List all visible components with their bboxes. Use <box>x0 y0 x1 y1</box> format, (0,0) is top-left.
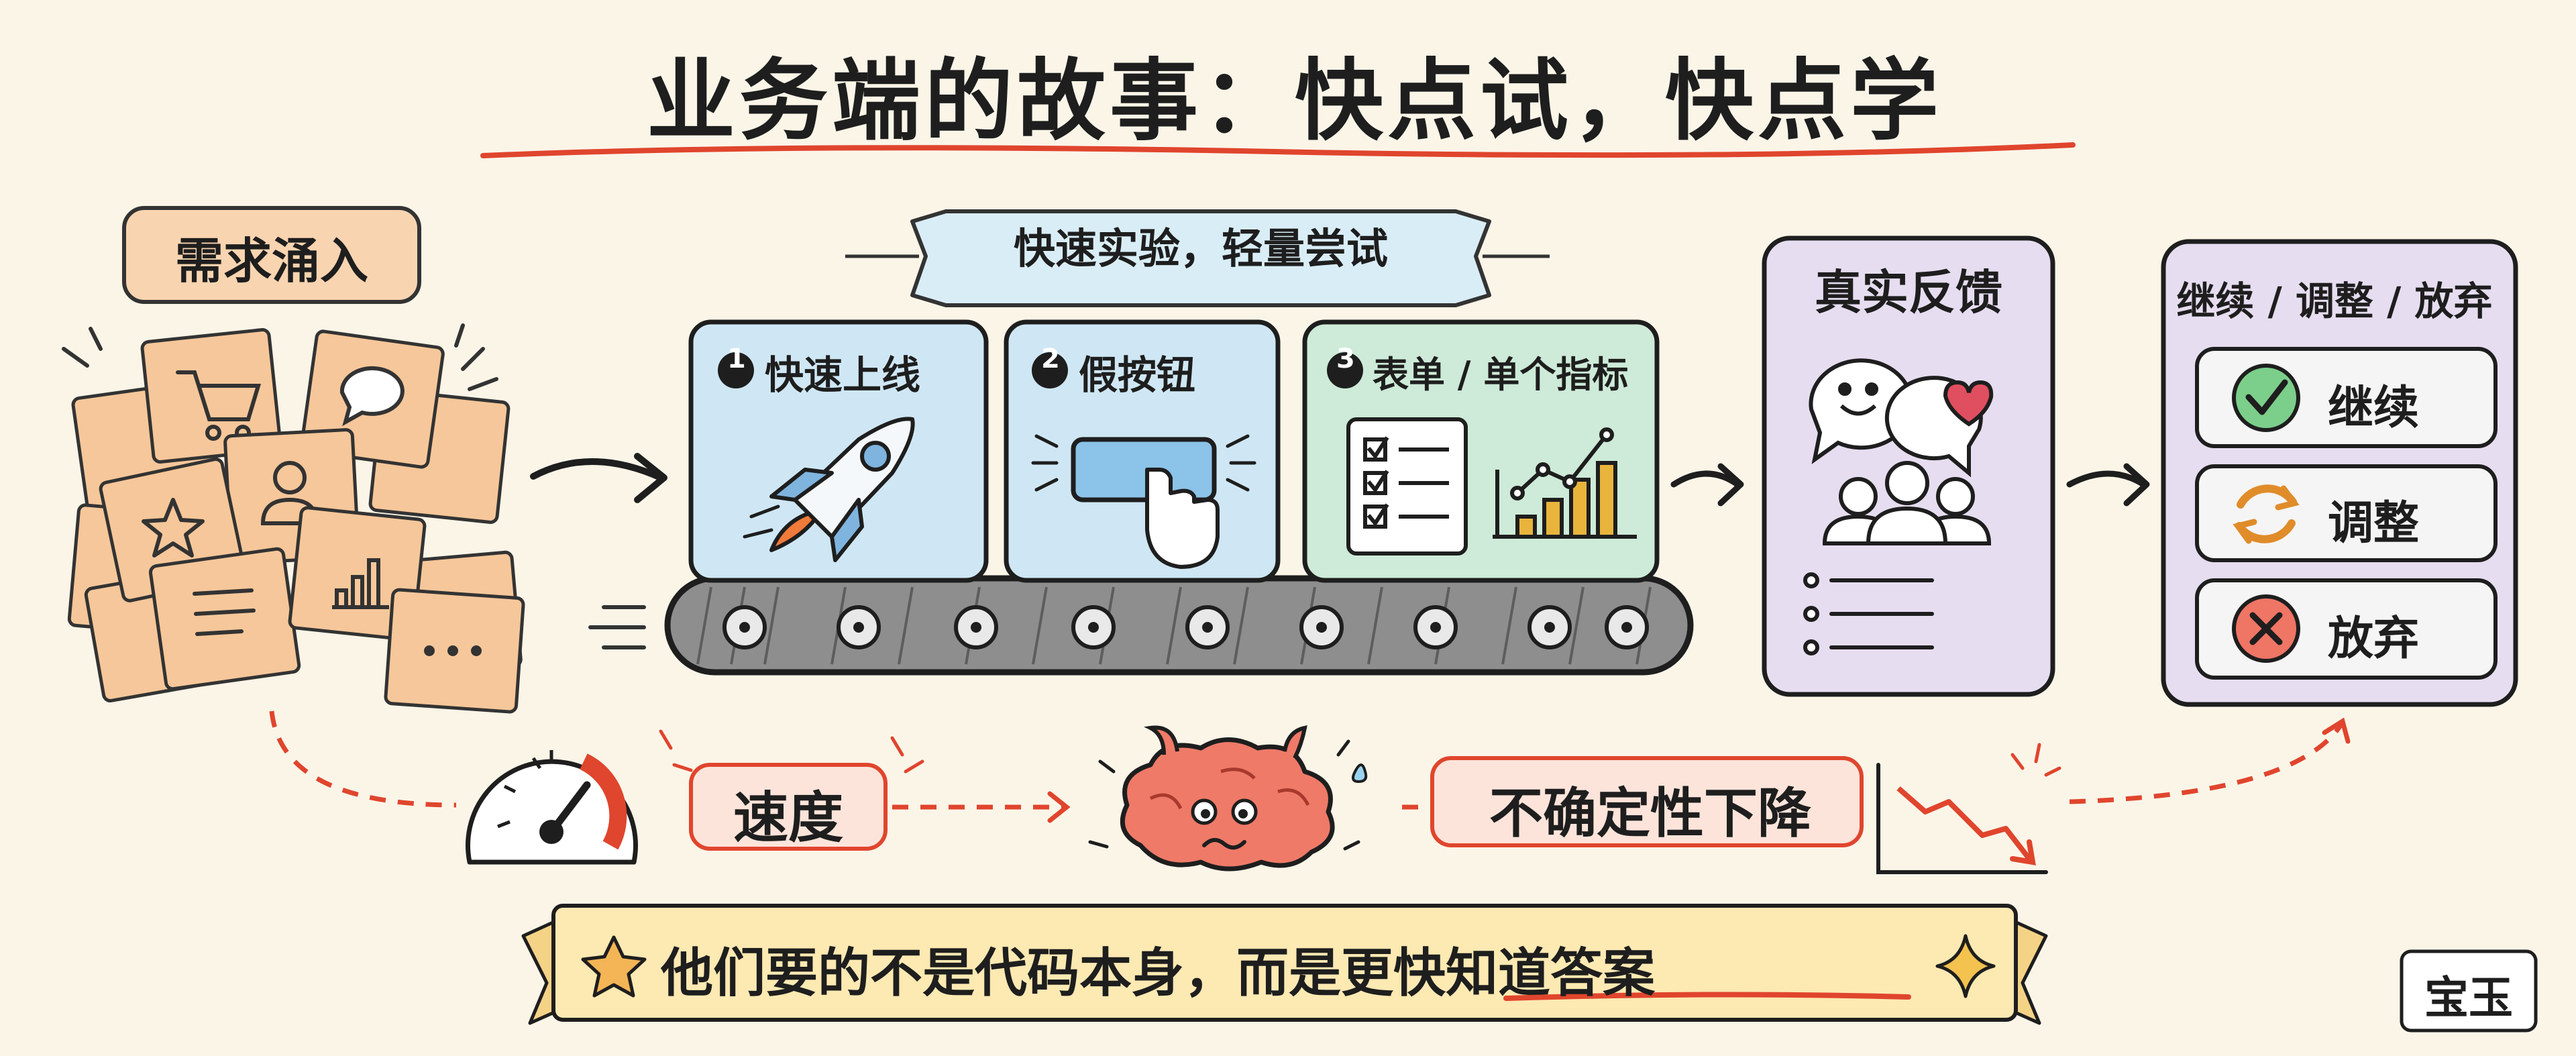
down-trend-icon <box>1876 743 2061 874</box>
burst-lines <box>62 323 498 391</box>
heart-bubble-icon <box>1884 376 1994 478</box>
step-3-number: 3 <box>1336 344 1355 374</box>
speed-label: 速度 <box>733 786 843 850</box>
ribbon-label: 快速实验，轻量尝试 <box>1013 224 1388 273</box>
bottom-text-highlight: 更快知道答案 <box>1341 943 1656 1004</box>
uncertainty-tag <box>1430 756 1864 847</box>
users-icon <box>1822 461 1992 545</box>
more-note <box>384 588 525 714</box>
input-tag-box <box>122 206 421 304</box>
speed-tag <box>689 763 888 851</box>
bar-chart-icon <box>1493 427 1637 539</box>
arrow-to-decision <box>2066 470 2147 488</box>
conveyor-belt <box>664 575 1694 676</box>
checklist-icon <box>1346 417 1468 556</box>
uncertainty-label: 不确定性下降 <box>1489 782 1811 845</box>
chat-icon <box>339 366 405 427</box>
refresh-icon <box>2233 484 2300 544</box>
more-icon <box>424 645 482 656</box>
signature-box <box>2400 949 2538 1033</box>
step-3-label: 表单 / 单个指标 <box>1373 354 1629 396</box>
list-icon <box>1803 572 1934 655</box>
step-card-1 <box>688 319 989 583</box>
step-1-number: 1 <box>727 344 746 374</box>
arrow-into-pipeline <box>530 458 664 481</box>
chart-icon <box>332 558 389 609</box>
input-tag-label: 需求涌入 <box>174 233 368 289</box>
brain-sweat-lines <box>1088 739 1360 851</box>
smile-bubble-icon <box>1809 358 1914 464</box>
step-1-label: 快速上线 <box>765 352 921 398</box>
rocket-icon <box>769 417 915 562</box>
step-number-badges <box>718 352 1363 388</box>
ribbon-banner <box>845 209 1550 307</box>
decision-adjust-label: 调整 <box>2328 497 2420 550</box>
title-underline <box>480 142 2076 158</box>
gauge-icon <box>466 750 638 865</box>
highlight-underline <box>1503 992 1911 1001</box>
brain-icon <box>1120 725 1335 872</box>
decision-title: 继续 / 调整 / 放弃 <box>2176 278 2493 324</box>
cart-note <box>140 328 282 464</box>
motion-lines <box>588 605 646 649</box>
decision-continue-label: 继续 <box>2328 382 2420 435</box>
star-outline-icon <box>581 935 647 998</box>
step-2-number: 2 <box>1041 344 1060 374</box>
sparkle-icon <box>1935 934 1996 998</box>
arrow-to-feedback <box>1670 470 1741 488</box>
check-icon <box>2232 364 2300 432</box>
cart-icon <box>176 370 262 441</box>
decision-abandon-label: 放弃 <box>2328 613 2420 666</box>
signature: 宝玉 <box>2424 972 2513 1024</box>
doc-icon <box>193 588 256 636</box>
doc-note <box>148 547 301 691</box>
flow-dashed-notes-to-gauge <box>269 710 457 808</box>
flow-dashed-to-decision <box>2069 723 2343 804</box>
step-2-label: 假按钮 <box>1079 352 1196 398</box>
page-title: 业务端的故事：快点试，快点学 <box>647 50 1943 153</box>
star-icon <box>142 498 205 558</box>
fake-button-icon <box>1031 434 1256 569</box>
bottom-banner-text: 他们要的不是代码本身，而是更快知道答案 <box>661 931 1655 1006</box>
gauge-burst-lines <box>659 729 924 774</box>
feedback-title: 真实反馈 <box>1815 265 2002 320</box>
bottom-banner <box>521 904 2048 1025</box>
bottom-text-start: 他们要的不是代码本身，而是 <box>661 943 1342 1004</box>
cross-icon <box>2232 594 2300 663</box>
